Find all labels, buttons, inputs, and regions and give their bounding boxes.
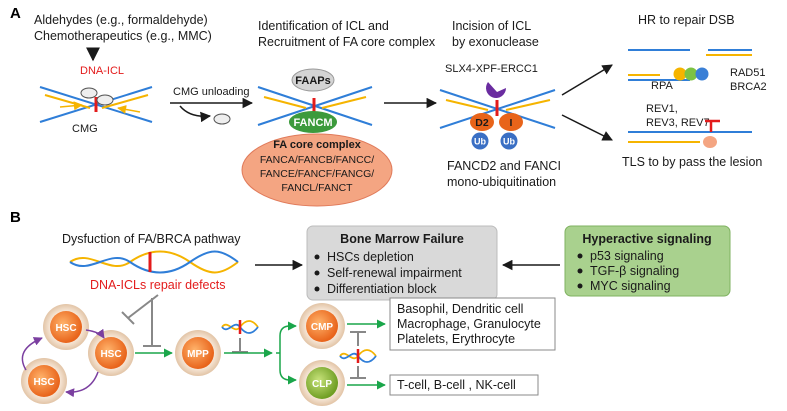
rad51-label: RAD51 [730,67,765,79]
hyper-item-3: MYC signaling [590,279,671,293]
step3-line2: by exonuclease [452,35,539,49]
core-complex-line3: FANCL/FANCT [281,182,353,194]
bmf-box: Bone Marrow Failure HSCs depletion Self-… [306,225,498,301]
small-helix-1 [221,320,259,334]
hr-branch-arrow [561,64,613,96]
tls-branch-arrow [561,114,613,141]
rpa-label: RPA [651,80,673,92]
released-cmg-icon [213,113,231,125]
hyper-item-1: p53 signaling [590,249,664,263]
panel-a-label: A [10,5,21,22]
cmp-label: CMP [311,322,334,333]
clp-cell: CLP [299,360,345,406]
rad51-filament [673,67,709,81]
step2-line1: Identification of ICL and [258,19,389,33]
progenitor-bracket [276,321,297,385]
inhibition-lines-hsc [121,294,161,347]
dna-crossing-3 [439,89,556,129]
step3-line1: Incision of ICL [452,19,531,33]
mono-line1: FANCD2 and FANCI [447,159,561,173]
core-complex-line1: FANCA/FANCB/FANCC/ [260,154,374,166]
fancd2-protein: D2 Ub [470,113,494,150]
myeloid-line-1: Basophil, Dendritic cell [397,302,523,316]
rev37-label: REV3, REV7 [646,117,710,129]
fork-arrow-right [117,105,141,114]
step2-line2: Recruitment of FA core complex [258,35,436,49]
inhibition-lines-progenitors [350,331,366,379]
tls-title: TLS to by pass the lesion [622,155,762,169]
core-complex-title: FA core complex [273,139,362,151]
mono-line2: mono-ubiquitination [447,175,556,189]
hr-title: HR to repair DSB [638,13,735,27]
hsc-label-1: HSC [55,323,76,334]
hsc-label-3: HSC [33,377,54,388]
self-renewal-arrows [21,328,105,398]
d2-label: D2 [475,117,489,129]
defective-dna-helix [69,250,239,274]
bmf-item-3: Differentiation block [327,282,437,296]
cmg-helicase-icon [80,87,114,106]
myeloid-cells-box: Basophil, Dendritic cell Macrophage, Gra… [389,297,556,351]
small-helix-2 [339,349,377,363]
mpp-cell: MPP [175,330,221,376]
clp-label: CLP [312,379,332,390]
mpp-label: MPP [187,349,209,360]
inhibition-line-mpp [232,338,248,353]
bmf-item-1: HSCs depletion [327,250,414,264]
myeloid-line-2: Macrophage, Granulocyte [397,317,541,331]
hsc-label-2: HSC [100,349,121,360]
ub-label-1: Ub [474,137,486,147]
nuclease-icon [486,82,506,98]
step1-line2: Chemotherapeutics (e.g., MMC) [34,29,212,43]
fanci-protein: I Ub [499,113,523,150]
ub-label-2: Ub [503,137,515,147]
cmp-cell: CMP [299,303,345,349]
hsc-cell-bottom: HSC [21,358,67,404]
hsc-cell-middle: HSC [88,330,134,376]
hyper-item-2: TGF-β signaling [590,264,679,278]
dna-crossing-1 [39,86,153,123]
hsc-cell-top: HSC [43,304,89,350]
hyperactive-signaling-box: Hyperactive signaling p53 signaling TGF-… [564,225,731,297]
repair-defects-label: DNA-ICLs repair defects [90,278,225,292]
fa-core-complex: FA core complex FANCA/FANCB/FANCC/ FANCE… [241,133,393,207]
dna-icl-label: DNA-ICL [80,65,124,77]
rev1-label: REV1, [646,103,678,115]
nuclease-label: SLX4-XPF-ERCC1 [445,63,538,75]
cmg-unloading-label: CMG unloading [173,86,249,98]
bmf-item-2: Self-renewal impairment [327,266,462,280]
hyper-title: Hyperactive signaling [582,232,711,246]
lymphoid-cells-box: T-cell, B-cell , NK-cell [389,374,539,396]
step1-line1: Aldehydes (e.g., formaldehyde) [34,13,208,27]
dna-crossing-2 [257,86,373,126]
core-complex-line2: FANCE/FANCF/FANCG/ [260,168,374,180]
lymphoid-line: T-cell, B-cell , NK-cell [397,378,516,392]
panel-b-label: B [10,209,21,226]
fancm-protein: FANCM [289,111,337,133]
fancm-label: FANCM [293,117,332,129]
tls-dna [628,119,752,148]
fork-arrow-left [59,101,83,111]
cmg-release-arrow [179,105,212,123]
i-label: I [510,117,513,129]
faaps-protein: FAAPs [291,68,335,92]
brca2-label: BRCA2 [730,81,767,93]
faaps-label: FAAPs [295,75,330,87]
bmf-title: Bone Marrow Failure [340,232,464,246]
cmg-label: CMG [72,123,98,135]
myeloid-line-3: Platelets, Erythrocyte [397,332,515,346]
dysfunction-label: Dysfuction of FA/BRCA pathway [62,232,241,246]
